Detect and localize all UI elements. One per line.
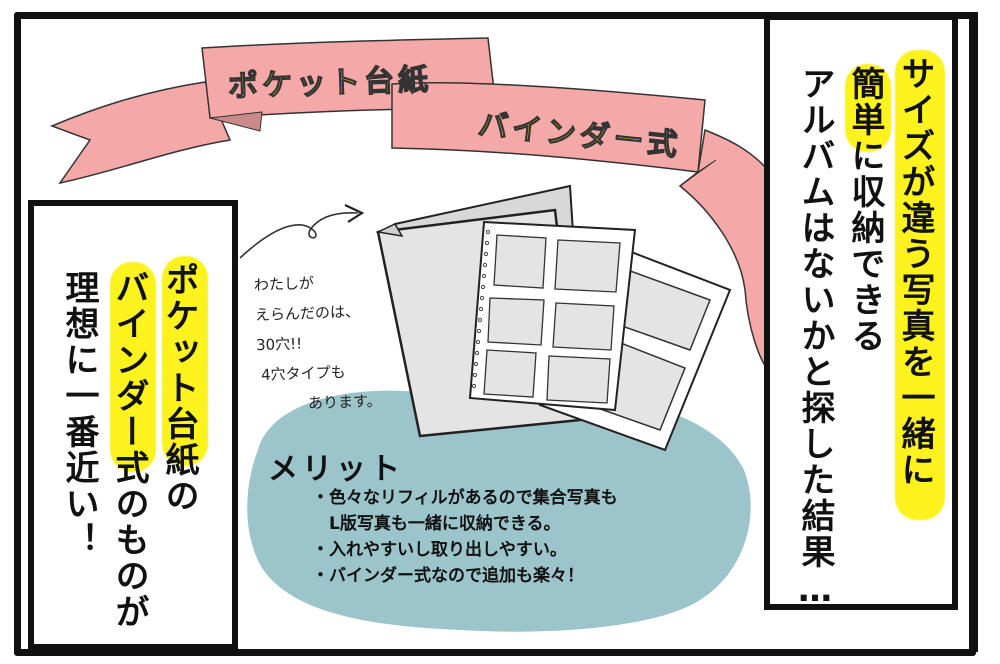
ribbon-tail-right xyxy=(678,128,769,373)
highlight-right-1 xyxy=(895,50,945,520)
merit-item: ・入れやすいし取り出しやすい。 xyxy=(312,540,567,560)
highlight-left-2 xyxy=(110,262,156,472)
merit-item: ・色々なリフィルがあるので集合写真も xyxy=(312,488,618,508)
refill-sheet-front xyxy=(468,220,637,412)
right-caption-line-2: 簡単に収納できる xyxy=(845,66,885,354)
note-line: あります。 xyxy=(307,391,382,413)
ribbon-fold-left xyxy=(209,111,263,132)
note-line: えらんだのは、 xyxy=(254,302,361,325)
left-caption-line-3: 理想に一番近い！ xyxy=(59,270,99,558)
ribbon-fold-right xyxy=(679,159,717,187)
left-caption-line-2: バインダー式のものが xyxy=(109,270,149,630)
merit-list: ・色々なリフィルがあるので集合写真も L版写真も一緒に収納できる。 ・入れやすい… xyxy=(312,485,618,589)
left-caption-line-1: ポケット台紙の xyxy=(159,262,199,514)
merit-title: メリット xyxy=(268,452,404,487)
merit-item: ・バインダー式なので追加も楽々！ xyxy=(312,566,584,586)
arrow-curve xyxy=(239,212,359,259)
note-line: わたしが xyxy=(253,274,315,295)
note-line: 30穴!! xyxy=(255,334,303,355)
handwritten-note: わたしが えらんだのは、 30穴!! 4穴タイプも あります。 xyxy=(253,266,382,420)
arrow-head xyxy=(344,204,365,223)
right-edge-border xyxy=(972,12,978,652)
highlight-left-1 xyxy=(162,256,208,466)
merit-item: L版写真も一緒に収納できる。 xyxy=(312,514,561,534)
right-caption-line-1: サイズが違う写真を一緒に xyxy=(895,56,935,488)
note-line: 4穴タイプも xyxy=(260,363,346,384)
binder-spine xyxy=(375,223,404,238)
ribbon-tail-left xyxy=(49,81,232,185)
right-caption-line-3: アルバムはないかと探した結果… xyxy=(795,66,835,612)
merit-blob xyxy=(247,390,751,632)
ribbon-label-pocket: ポケット台紙 xyxy=(227,62,433,105)
highlight-right-2 xyxy=(845,64,891,152)
